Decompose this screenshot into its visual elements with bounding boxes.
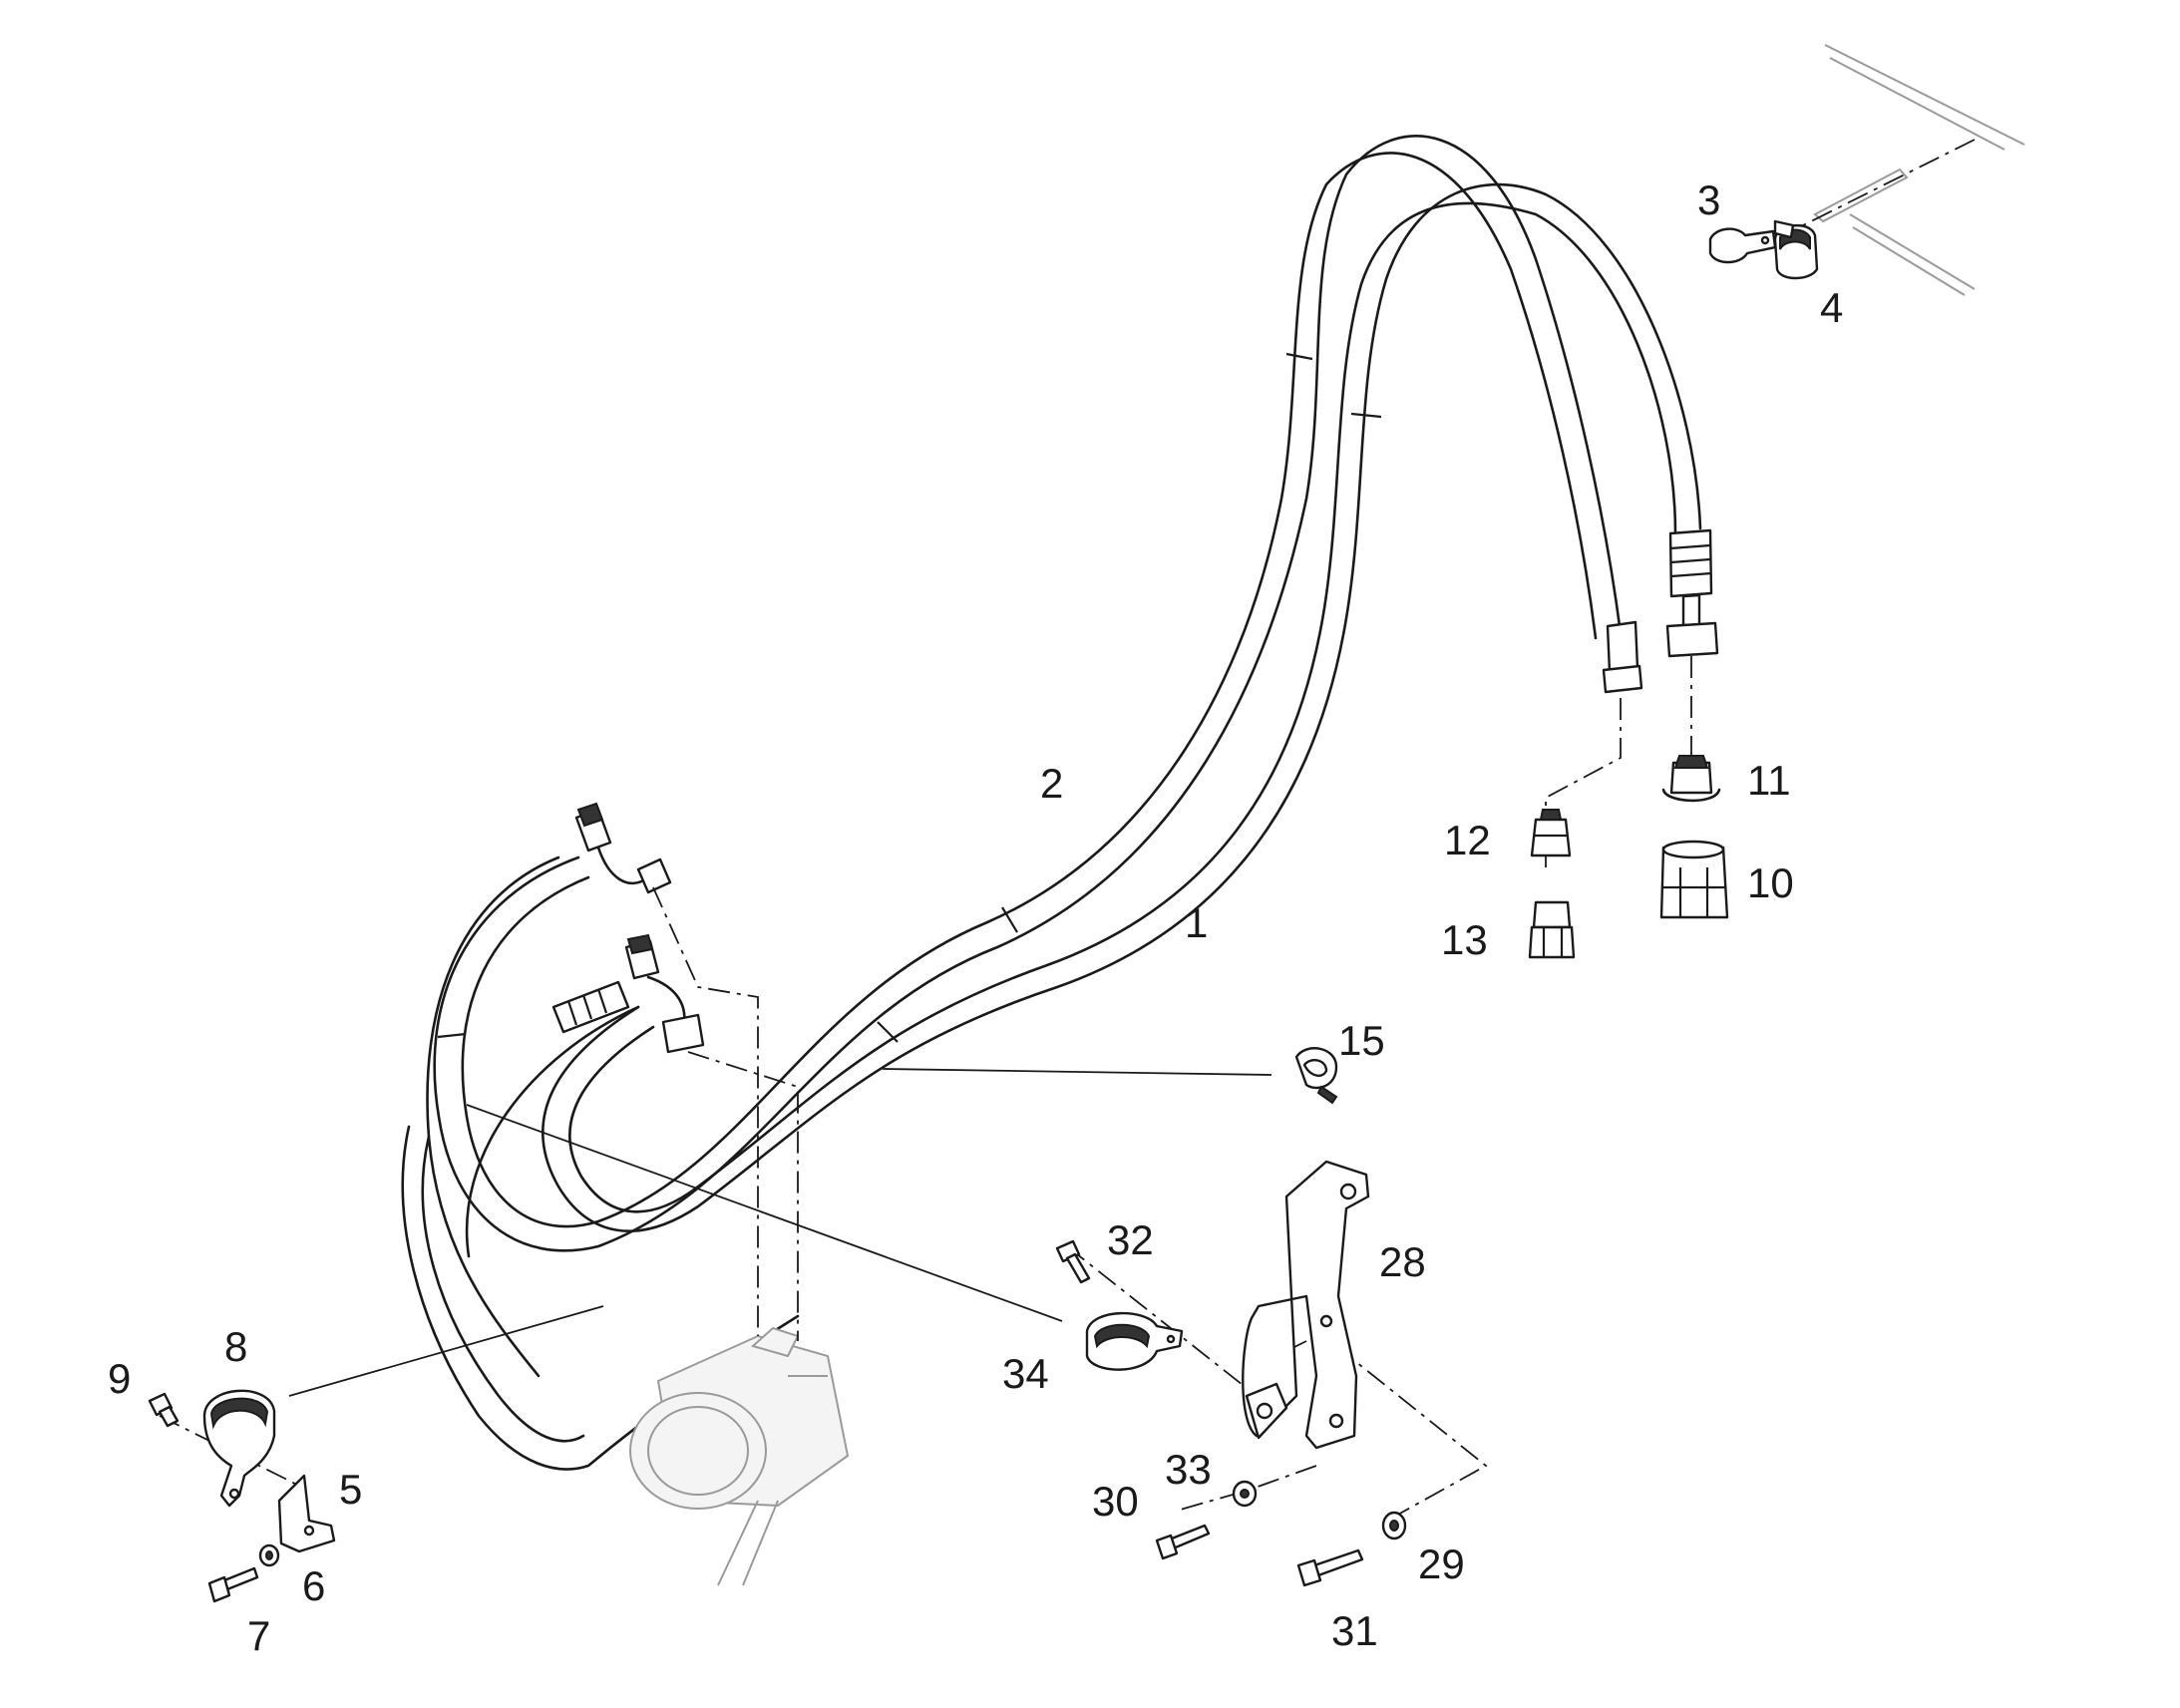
nut-part-10 — [1659, 840, 1729, 919]
clamp-part-4 — [1773, 219, 1819, 280]
callout-11: 11 — [1747, 757, 1791, 804]
callout-2: 2 — [1040, 760, 1063, 807]
callout-9: 9 — [108, 1355, 131, 1402]
clip-part-15 — [1294, 1047, 1338, 1105]
washer-part-6 — [258, 1543, 280, 1567]
callout-labels: 1 2 3 4 5 6 7 8 9 10 11 12 13 15 28 29 3… — [108, 176, 1843, 1659]
bolt-part-31 — [1296, 1548, 1364, 1587]
callout-33: 33 — [1165, 1446, 1212, 1493]
callout-13: 13 — [1441, 916, 1488, 963]
callout-12: 12 — [1444, 817, 1491, 863]
callout-31: 31 — [1331, 1607, 1378, 1654]
fitting-part-12 — [1530, 809, 1572, 857]
washer-part-33 — [1232, 1480, 1258, 1508]
callout-15: 15 — [1338, 1017, 1385, 1064]
fitting-part-11 — [1661, 755, 1721, 803]
clamp-part-34 — [1085, 1311, 1184, 1371]
callout-32: 32 — [1107, 1216, 1154, 1263]
hose-fitting-right-large — [1665, 528, 1719, 658]
bolt-part-7 — [207, 1566, 259, 1603]
bolt-part-32 — [1055, 1239, 1091, 1284]
callout-3: 3 — [1697, 176, 1720, 223]
clamp-part-8 — [202, 1389, 276, 1508]
hose-left-lower-run — [401, 855, 800, 1471]
callout-6: 6 — [302, 1562, 325, 1609]
fitting-part-13 — [1528, 900, 1576, 959]
ac-compressor — [629, 1326, 850, 1586]
callout-4: 4 — [1820, 284, 1843, 331]
callout-1: 1 — [1185, 899, 1208, 946]
hose-2 — [433, 135, 1623, 1252]
vehicle-frame-reference-lines — [1813, 44, 2025, 296]
callout-34: 34 — [1002, 1350, 1049, 1397]
callout-29: 29 — [1418, 1540, 1465, 1587]
hose-fitting-right-small — [1602, 620, 1643, 694]
hose-fitting-upper-left — [574, 802, 672, 894]
hose-fitting-lower-left — [551, 933, 705, 1054]
assembly-center-lines — [159, 139, 1976, 1517]
bracket-part-5 — [277, 1474, 336, 1553]
callout-10: 10 — [1747, 859, 1794, 906]
bolt-part-30 — [1155, 1524, 1211, 1560]
callout-7: 7 — [247, 1612, 270, 1659]
leader-lines — [288, 1068, 1272, 1397]
washer-part-29 — [1381, 1511, 1407, 1540]
callout-8: 8 — [224, 1323, 247, 1370]
callout-28: 28 — [1379, 1238, 1426, 1285]
callout-30: 30 — [1092, 1478, 1139, 1525]
clamp-part-3 — [1708, 227, 1777, 264]
bolt-part-9 — [148, 1392, 180, 1428]
callout-5: 5 — [339, 1466, 362, 1513]
hose-1 — [542, 182, 1702, 1232]
bracket-part-28 — [1242, 1160, 1370, 1450]
